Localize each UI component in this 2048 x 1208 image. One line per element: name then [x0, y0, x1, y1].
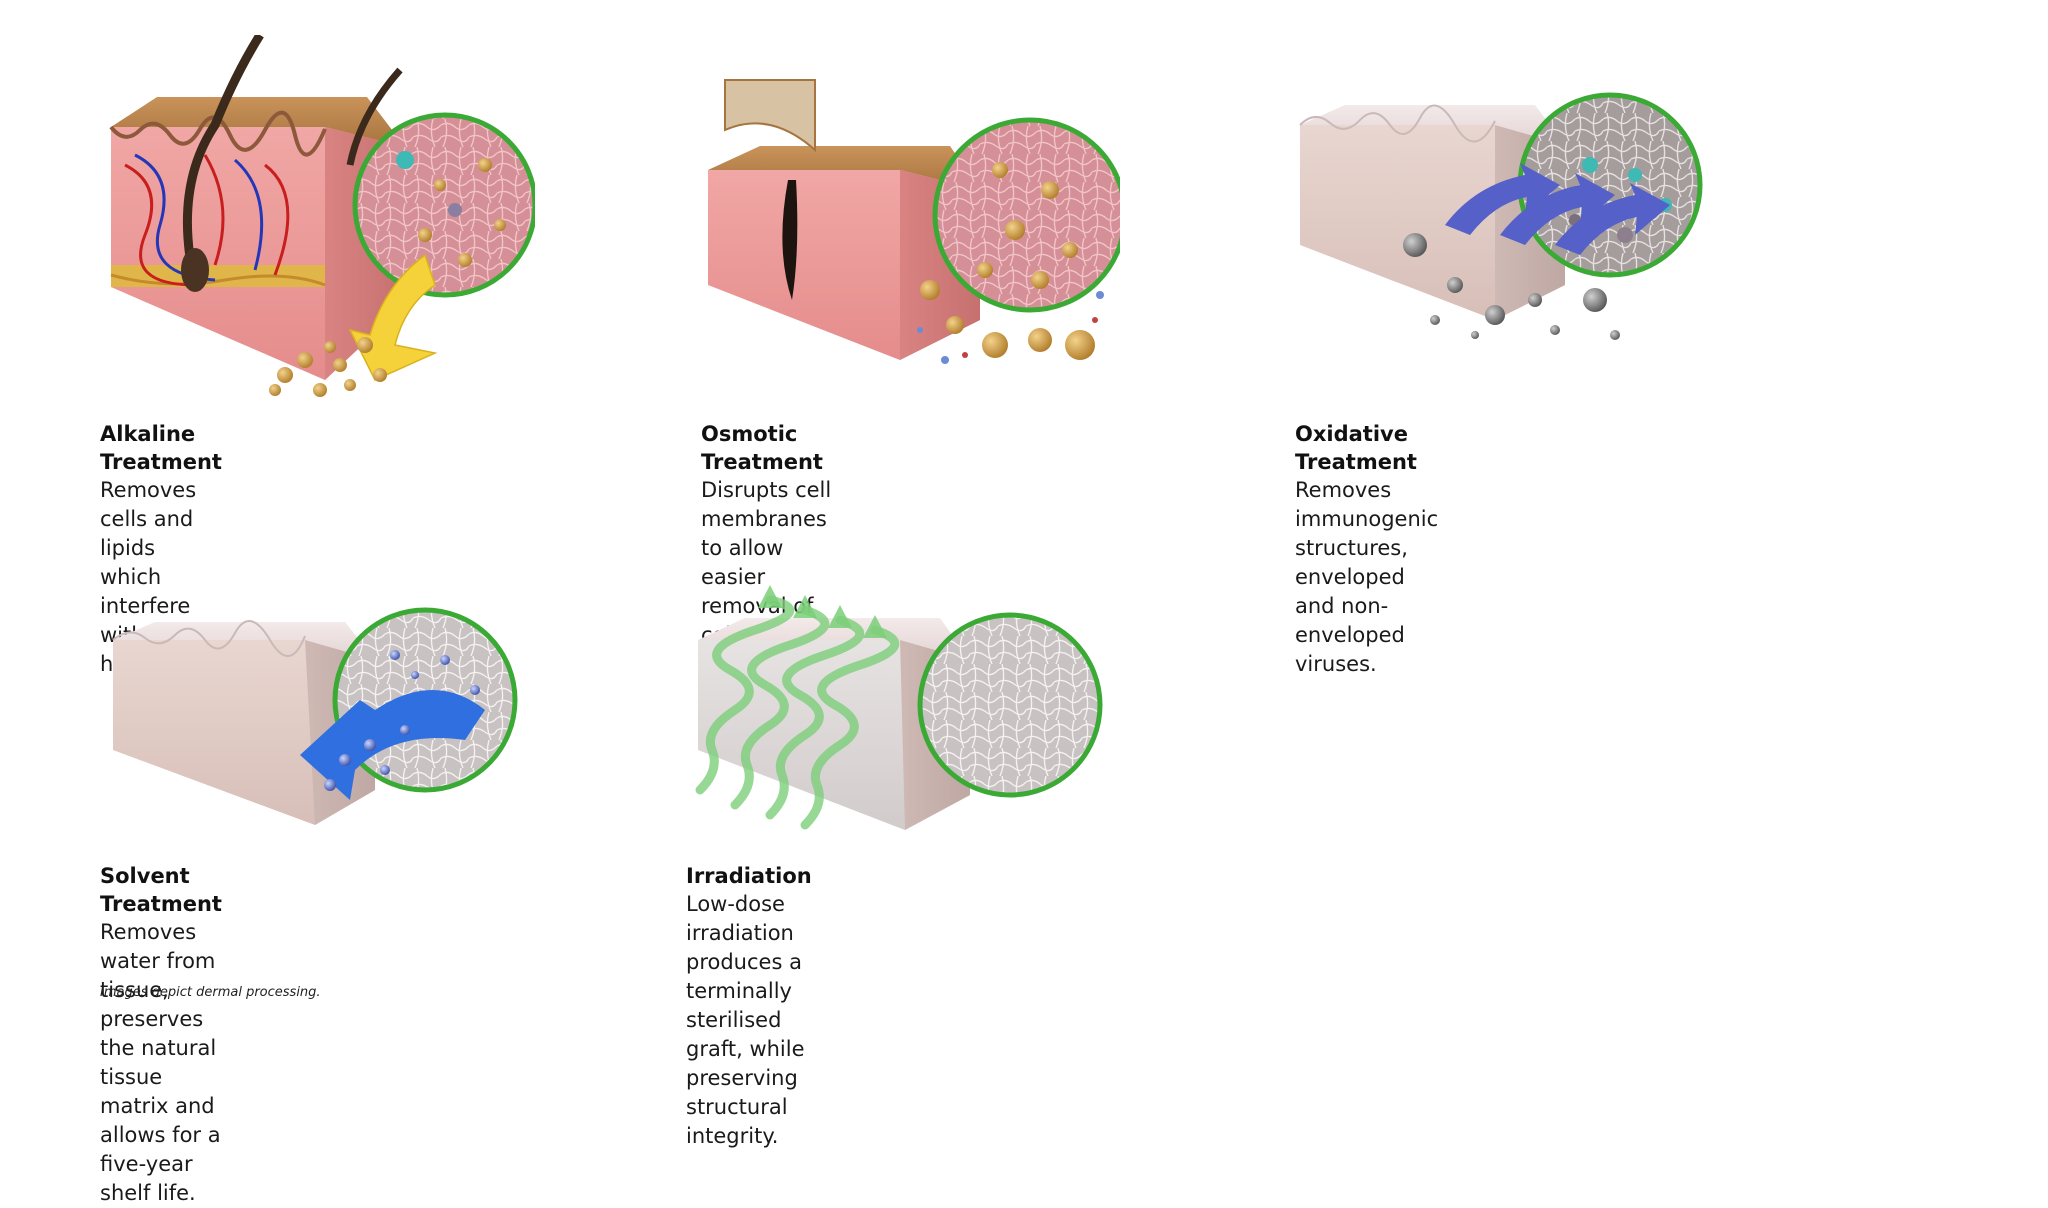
magnifier-circle-icon: [917, 612, 1103, 798]
hair-follicle-icon: [181, 35, 403, 292]
process-arrow-icon: [1445, 163, 1670, 255]
footnote: Images depict dermal processing.: [100, 985, 321, 1000]
oxidative-illustration: [1299, 92, 1703, 340]
panel-title: Irradiation: [686, 864, 812, 888]
process-arrow-icon: [300, 690, 485, 800]
irradiation-illustration: [695, 585, 1103, 830]
panel-title: Oxidative Treatment: [1295, 422, 1417, 474]
virus-particle-icon: [1403, 233, 1620, 340]
particle-icon: [917, 280, 1104, 364]
panel-title: Alkaline Treatment: [100, 422, 222, 474]
panel-description: Low-dose irradiation produces a terminal…: [686, 892, 805, 1148]
alkaline-illustration: [109, 35, 535, 397]
panel-title: Osmotic Treatment: [701, 422, 823, 474]
osmotic-illustration: [708, 79, 1120, 364]
skin-block-icon: [708, 79, 980, 360]
solvent-illustration: [112, 607, 518, 825]
magnifier-circle-icon: [932, 117, 1120, 313]
wave-arrow-icon: [695, 595, 900, 830]
panel-description: Removes immunogenic structures, envelope…: [1295, 478, 1439, 676]
panel-title: Solvent Treatment: [100, 864, 222, 916]
magnifier-circle-icon: [352, 112, 535, 298]
panel-description: Removes water from tissue, preserves the…: [100, 920, 221, 1205]
particle-icon: [269, 337, 387, 397]
